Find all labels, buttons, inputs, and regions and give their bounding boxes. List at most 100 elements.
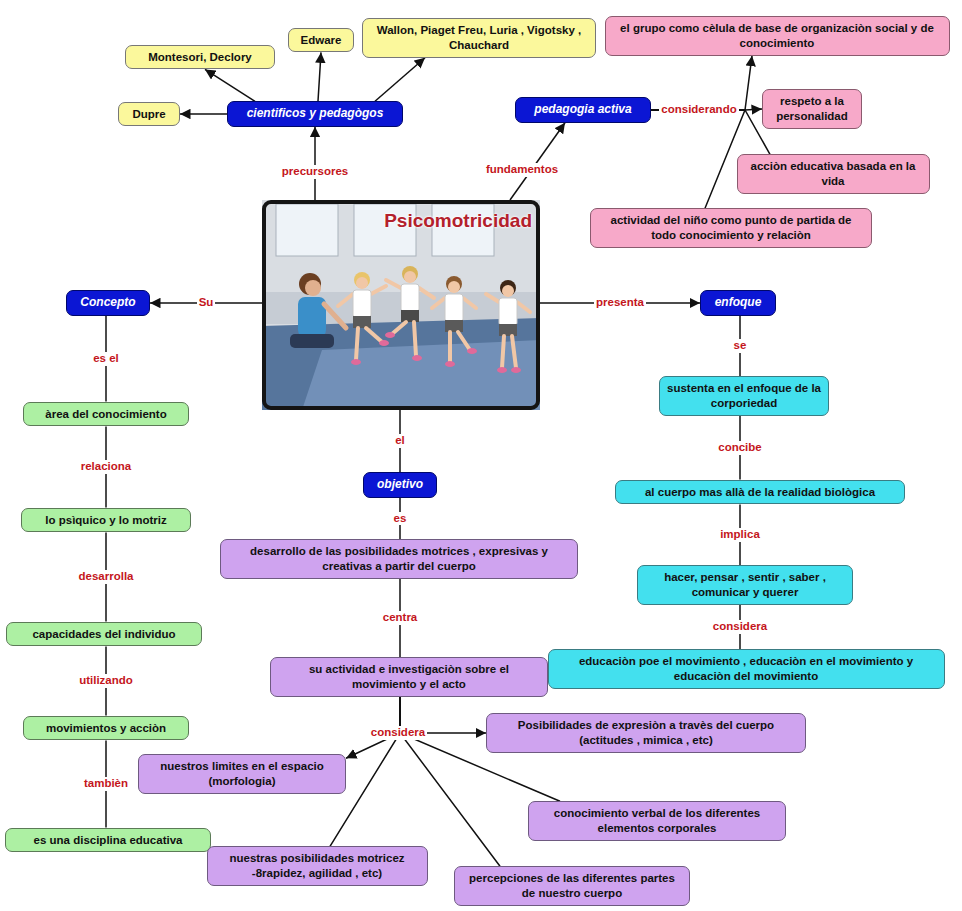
node-text: àrea del conocimiento xyxy=(30,407,182,422)
node-text: Posibilidades de expresiòn a travès del … xyxy=(493,718,799,747)
node-text: Wallon, Piaget Freu, Luria , Vigotsky , … xyxy=(369,23,589,52)
node-text: objetivo xyxy=(370,477,430,492)
face xyxy=(356,277,368,289)
connector xyxy=(205,69,255,101)
concept-box: conocimiento verbal de los diferentes el… xyxy=(528,801,786,840)
node-text: percepciones de las diferentes partes de… xyxy=(461,871,683,900)
concept-box: objetivo xyxy=(363,472,437,497)
concept-box: nuestras posibilidades motricez -8rapide… xyxy=(207,846,428,885)
concept-box: percepciones de las diferentes partes de… xyxy=(454,866,690,905)
shoe xyxy=(412,355,422,361)
concept-box: hacer, pensar , sentir , saber , comunic… xyxy=(637,565,853,604)
node-text: nuestros limites en el espacio (morfolog… xyxy=(145,759,339,788)
node-text: Psicomotricidad xyxy=(266,204,536,233)
node-text: hacer, pensar , sentir , saber , comunic… xyxy=(644,570,846,599)
arm xyxy=(486,294,499,302)
connector xyxy=(314,127,316,200)
node-text: cientificos y pedagògos xyxy=(234,106,396,121)
edge-label: considerando xyxy=(659,103,738,117)
child-figure xyxy=(486,280,530,373)
connector xyxy=(651,56,752,110)
node-text: capacidades del individuo xyxy=(13,627,195,642)
leg xyxy=(414,322,416,356)
node-text: el grupo como cèlula de base de organiza… xyxy=(612,21,943,50)
leg xyxy=(502,336,504,368)
concept-box: actividad del niño como punto de partida… xyxy=(590,208,872,247)
edge-label: desarrolla xyxy=(77,570,136,584)
concept-box: movimientos y acciòn xyxy=(23,716,189,741)
arm xyxy=(419,288,434,298)
node-text: Dupre xyxy=(125,107,173,122)
arm xyxy=(432,298,445,308)
edge-label: el xyxy=(393,434,407,448)
concept-box: capacidades del individuo xyxy=(6,622,202,647)
teacher-figure xyxy=(290,273,346,348)
edge-label: implica xyxy=(718,528,762,542)
arm xyxy=(324,304,346,328)
shirt xyxy=(499,298,517,326)
window xyxy=(276,204,338,256)
leg xyxy=(512,336,516,368)
concept-box: es una disciplina educativa xyxy=(5,828,211,853)
hair xyxy=(500,280,516,296)
child-figure xyxy=(432,276,477,367)
concept-box: enfoque xyxy=(700,290,776,315)
node-text: pedagogia activa xyxy=(522,102,644,117)
connector xyxy=(510,123,565,200)
concept-box: cientificos y pedagògos xyxy=(227,101,403,126)
pants xyxy=(290,334,334,348)
gym-photo xyxy=(262,200,540,410)
node-text: respeto a la personalidad xyxy=(769,94,855,123)
concept-box: respeto a la personalidad xyxy=(762,89,862,128)
face xyxy=(448,281,460,293)
connector xyxy=(400,697,500,867)
edge-label: es xyxy=(392,512,409,526)
face xyxy=(404,271,416,283)
hair xyxy=(402,266,418,282)
node-text: al cuerpo mas allà de la realidad biològ… xyxy=(622,485,898,500)
shoe xyxy=(445,361,455,367)
concept-box: acciòn educativa basada en la vida xyxy=(737,154,930,193)
node-text: nuestras posibilidades motricez -8rapide… xyxy=(214,851,421,880)
concept-box: desarrollo de las posibilidades motrices… xyxy=(220,539,578,578)
concept-box: Wallon, Piaget Freu, Luria , Vigotsky , … xyxy=(362,18,596,57)
shirt xyxy=(445,294,463,322)
concept-box: sustenta en el enfoque de la corporiedad xyxy=(659,376,829,415)
concept-box: Posibilidades de expresiòn a travès del … xyxy=(486,713,806,752)
shirt xyxy=(401,284,419,312)
concept-box: educaciòn poe el movimiento , educaciòn … xyxy=(548,649,945,688)
node-text: es una disciplina educativa xyxy=(12,833,204,848)
arm xyxy=(463,298,476,308)
shoe xyxy=(511,367,521,373)
edge-label: se xyxy=(732,339,749,353)
concept-box: lo psìquico y lo motriz xyxy=(21,508,191,533)
face xyxy=(305,280,321,296)
concept-box: Dupre xyxy=(118,102,180,127)
edge-label: considera xyxy=(711,620,769,634)
concept-box: su actividad e investigaciòn sobre el mo… xyxy=(270,657,548,696)
shoe xyxy=(467,348,477,354)
shirt xyxy=(353,290,371,318)
edge-label: concibe xyxy=(716,441,763,455)
edge-label: utilizando xyxy=(77,674,135,688)
image-node: Psicomotricidad xyxy=(262,200,540,410)
shoe xyxy=(351,359,361,365)
concept-box: Edware xyxy=(288,28,354,53)
node-text: actividad del niño como punto de partida… xyxy=(597,213,865,242)
hair xyxy=(446,276,462,292)
node-text: movimientos y acciòn xyxy=(30,721,182,736)
leg xyxy=(448,332,452,362)
edge-label: centra xyxy=(381,611,420,625)
connector xyxy=(651,110,745,208)
arm xyxy=(371,286,386,294)
edge-label: fundamentos xyxy=(484,163,560,177)
connector xyxy=(375,58,425,102)
concept-box: Montesori, Declory xyxy=(125,45,275,70)
wall xyxy=(262,200,540,410)
concept-box: pedagogia activa xyxy=(515,97,651,122)
hair xyxy=(354,272,370,288)
child-figure xyxy=(338,272,389,365)
face xyxy=(502,285,514,297)
shorts xyxy=(353,316,371,328)
